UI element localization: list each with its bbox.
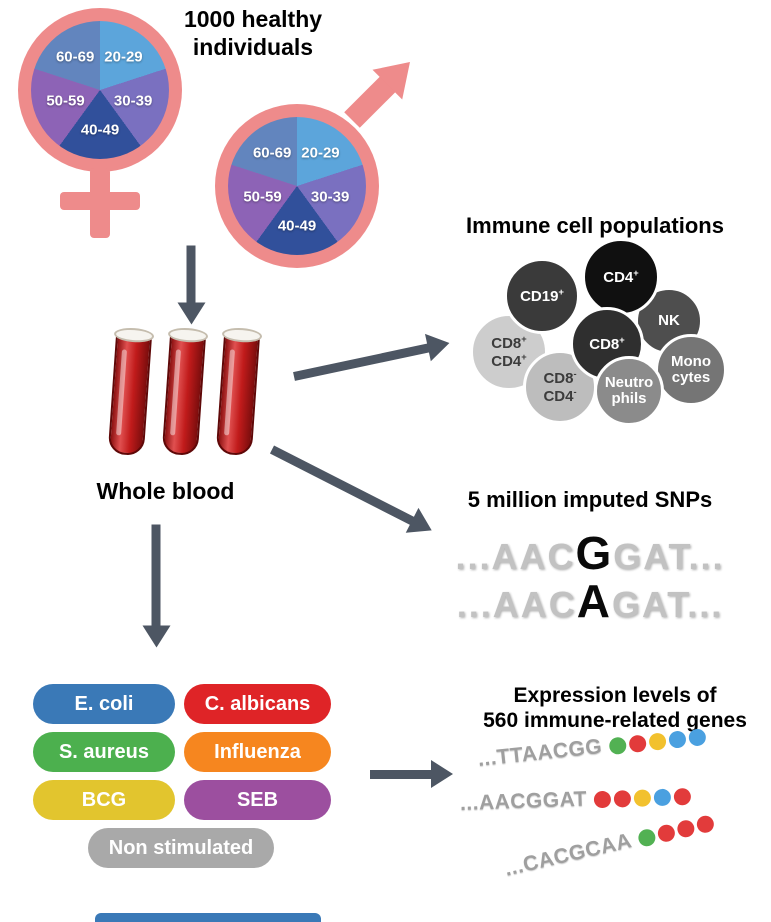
pill-label: S. aureus — [58, 740, 150, 763]
gene-expression-row: ...AACGGAT — [460, 784, 692, 816]
blood-tube — [106, 326, 155, 459]
pie-slice-label: 50-59 — [46, 92, 85, 110]
snp-variant-allele: A — [576, 575, 612, 627]
blood-tube — [160, 326, 209, 459]
expression-dot — [636, 827, 657, 848]
pill-label: Non stimulated — [108, 836, 254, 859]
snp-seq-suffix: GAT... — [611, 584, 724, 625]
stimulus-pill-saureus: S. aureus — [33, 732, 175, 772]
immune-cell-neutrophils: Neutro phils — [594, 356, 664, 426]
cell-label: CD8- — [543, 368, 577, 387]
arrow-blood-to-snps — [269, 445, 415, 526]
cell-label: CD8+ — [491, 333, 527, 352]
pie-slice-label: 40-49 — [80, 121, 120, 139]
male-symbol-arrow — [344, 47, 425, 128]
gene-sequence: ...CACGCAA — [502, 829, 634, 881]
stimulus-pill-seb: SEB — [184, 780, 331, 820]
immune-cell-cd4: CD4+ — [582, 238, 660, 316]
arrow-blood-to-cells — [293, 343, 430, 381]
age-pie-male: 20-29 30-39 40-49 50-59 60-69 — [228, 117, 366, 255]
gene-sequence: ...AACGGAT — [459, 787, 588, 815]
immune-cell-monocytes: Mono cytes — [655, 334, 727, 406]
female-symbol-ring: 20-29 30-39 40-49 50-59 60-69 — [18, 8, 182, 172]
stimulus-pill-ecoli: E. coli — [33, 684, 175, 724]
stimulus-pill-influenza: Influenza — [184, 732, 331, 772]
female-symbol-crossbar — [60, 192, 140, 210]
cell-label: CD4- — [543, 387, 577, 405]
cell-label: Neutro — [604, 373, 654, 391]
cropped-pill — [95, 913, 321, 922]
snps-title: 5 million imputed SNPs — [467, 487, 713, 512]
expression-dot — [667, 729, 687, 749]
cell-label: Mono — [671, 352, 711, 370]
gene-expression-row: ...CACGCAA — [502, 810, 716, 881]
expression-dot — [628, 733, 647, 753]
arrow-cohort-to-blood — [186, 245, 196, 304]
pie-slice-label: 20-29 — [301, 144, 340, 162]
blood-tube — [214, 326, 263, 459]
cohort-heading-line1: 1000 healthy — [183, 6, 323, 32]
snp-seq-prefix: ...AAC — [456, 584, 577, 625]
pie-slice-label: 60-69 — [55, 48, 95, 66]
blood-tube-body — [215, 333, 261, 457]
snp-seq-prefix: ...AAC — [455, 536, 576, 577]
whole-blood-label: Whole blood — [96, 478, 235, 504]
expression-dot — [613, 789, 632, 808]
immune-cells-title: Immune cell populations — [466, 213, 724, 238]
expression-dot — [633, 788, 652, 807]
cell-label: CD19+ — [520, 286, 564, 305]
pie-slice-label: 20-29 — [104, 48, 143, 66]
cohort-heading: 1000 healthy individuals — [158, 6, 348, 61]
expression-dot — [653, 788, 672, 806]
stimulus-pill-bcg: BCG — [33, 780, 175, 820]
pie-slice-label: 40-49 — [277, 217, 317, 235]
cell-label: CD8+ — [589, 334, 625, 353]
pill-label: BCG — [81, 788, 127, 811]
pie-slice-label: 30-39 — [113, 92, 153, 110]
expression-dot — [647, 731, 667, 751]
cohort-heading-line2: individuals — [192, 33, 314, 60]
pie-slice-label: 60-69 — [252, 144, 292, 162]
snp-sequence-row: ...AACGGAT... — [420, 530, 760, 576]
snp-variant-allele: G — [575, 527, 614, 579]
expression-title-line2: 560 immune-related genes — [483, 709, 747, 733]
gene-sequence: ...TTAACGG — [476, 735, 604, 771]
male-symbol-ring: 20-29 30-39 40-49 50-59 60-69 — [215, 104, 379, 268]
pie-slice-label: 50-59 — [243, 188, 282, 206]
arrow-stimulations-to-expression — [370, 760, 453, 788]
stimulus-pill-calbicans: C. albicans — [184, 684, 331, 724]
age-pie-female: 20-29 30-39 40-49 50-59 60-69 — [31, 21, 169, 159]
cell-label: phils — [611, 390, 647, 407]
expression-dot — [593, 790, 612, 808]
pill-label: SEB — [236, 788, 279, 811]
snp-seq-suffix: GAT... — [613, 536, 725, 577]
expression-dot — [687, 727, 707, 747]
cell-label: cytes — [671, 369, 711, 386]
expression-title-line1: Expression levels of — [513, 684, 717, 707]
expression-dot — [673, 787, 692, 806]
stimulus-pill-nonstimulated: Non stimulated — [88, 828, 274, 868]
cell-label: CD4+ — [491, 352, 527, 370]
blood-tube-body — [107, 333, 153, 457]
cell-label: NK — [658, 311, 680, 329]
blood-tube-body — [161, 333, 207, 457]
expression-dot — [608, 735, 627, 755]
expression-title: Expression levels of 560 immune-related … — [455, 683, 771, 733]
expression-dot — [694, 813, 716, 835]
pie-slice-label: 30-39 — [310, 188, 350, 206]
expression-dot — [655, 822, 677, 843]
pill-label: E. coli — [74, 692, 134, 715]
immune-cell-cd19: CD19+ — [504, 258, 580, 334]
expression-dot — [675, 818, 696, 839]
pill-label: C. albicans — [204, 692, 311, 715]
snp-sequence-row: ...AACAGAT... — [420, 578, 760, 624]
cell-label: CD4+ — [603, 267, 639, 286]
arrow-blood-to-stimulations — [151, 524, 161, 627]
pill-label: Influenza — [214, 740, 301, 763]
